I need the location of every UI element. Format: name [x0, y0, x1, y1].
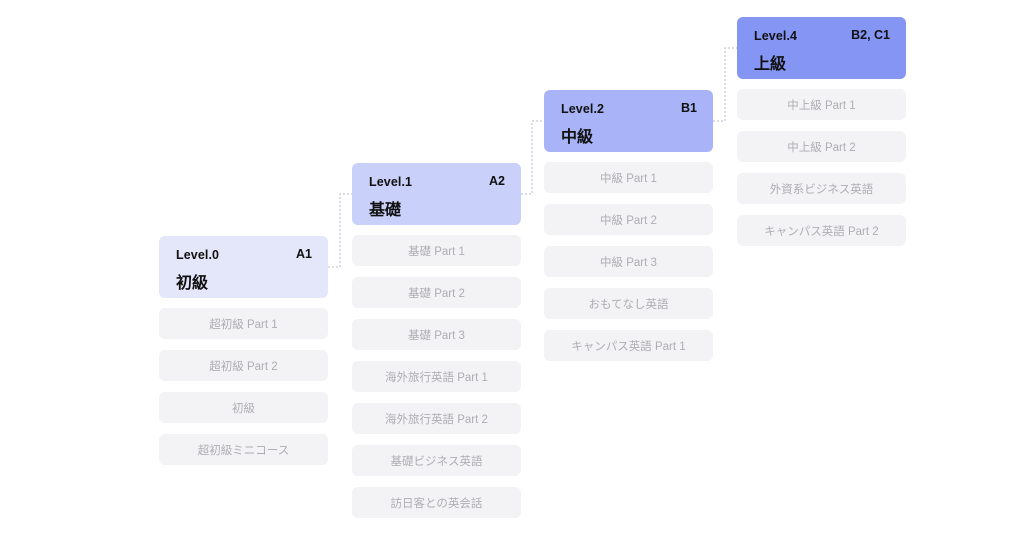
- level-label: Level.4: [754, 29, 798, 43]
- level-label: Level.2: [561, 102, 605, 116]
- course-item: 基礎 Part 1: [352, 235, 521, 266]
- connector-line: [713, 47, 737, 122]
- course-item: 初級: [159, 392, 328, 423]
- level-label: Level.1: [369, 175, 413, 189]
- course-item: 超初級 Part 1: [159, 308, 328, 339]
- connector-line: [521, 120, 544, 195]
- connector-line: [328, 193, 352, 268]
- level-header: Level.1 A2 基礎: [352, 163, 521, 225]
- cefr-badge: B2, C1: [851, 28, 890, 42]
- course-item: キャンパス英語 Part 1: [544, 330, 713, 361]
- level-column-1: Level.1 A2 基礎 基礎 Part 1 基礎 Part 2 基礎 Par…: [352, 163, 521, 529]
- level-title: 基礎: [369, 202, 402, 219]
- course-item: キャンパス英語 Part 2: [737, 215, 906, 246]
- level-title: 中級: [561, 129, 594, 146]
- course-item: 基礎 Part 2: [352, 277, 521, 308]
- level-title: 初級: [176, 275, 209, 292]
- course-item: 訪日客との英会話: [352, 487, 521, 518]
- course-item: 基礎 Part 3: [352, 319, 521, 350]
- level-column-2: Level.2 B1 中級 中級 Part 1 中級 Part 2 中級 Par…: [544, 90, 713, 372]
- level-column-4: Level.4 B2, C1 上級 中上級 Part 1 中上級 Part 2 …: [737, 17, 906, 257]
- course-item: 基礎ビジネス英語: [352, 445, 521, 476]
- level-header: Level.2 B1 中級: [544, 90, 713, 152]
- course-item: 中級 Part 1: [544, 162, 713, 193]
- level-label: Level.0: [176, 248, 220, 262]
- cefr-badge: B1: [681, 101, 697, 115]
- course-item: 海外旅行英語 Part 2: [352, 403, 521, 434]
- cefr-badge: A2: [489, 174, 505, 188]
- course-item: 超初級 Part 2: [159, 350, 328, 381]
- course-item: 中級 Part 3: [544, 246, 713, 277]
- course-item: 中上級 Part 2: [737, 131, 906, 162]
- cefr-badge: A1: [296, 247, 312, 261]
- course-item: 中級 Part 2: [544, 204, 713, 235]
- course-item: 中上級 Part 1: [737, 89, 906, 120]
- course-item: 超初級ミニコース: [159, 434, 328, 465]
- level-title: 上級: [754, 56, 787, 73]
- level-header: Level.0 A1 初級: [159, 236, 328, 298]
- course-item: 外資系ビジネス英語: [737, 173, 906, 204]
- level-column-0: Level.0 A1 初級 超初級 Part 1 超初級 Part 2 初級 超…: [159, 236, 328, 476]
- level-header: Level.4 B2, C1 上級: [737, 17, 906, 79]
- course-item: おもてなし英語: [544, 288, 713, 319]
- course-item: 海外旅行英語 Part 1: [352, 361, 521, 392]
